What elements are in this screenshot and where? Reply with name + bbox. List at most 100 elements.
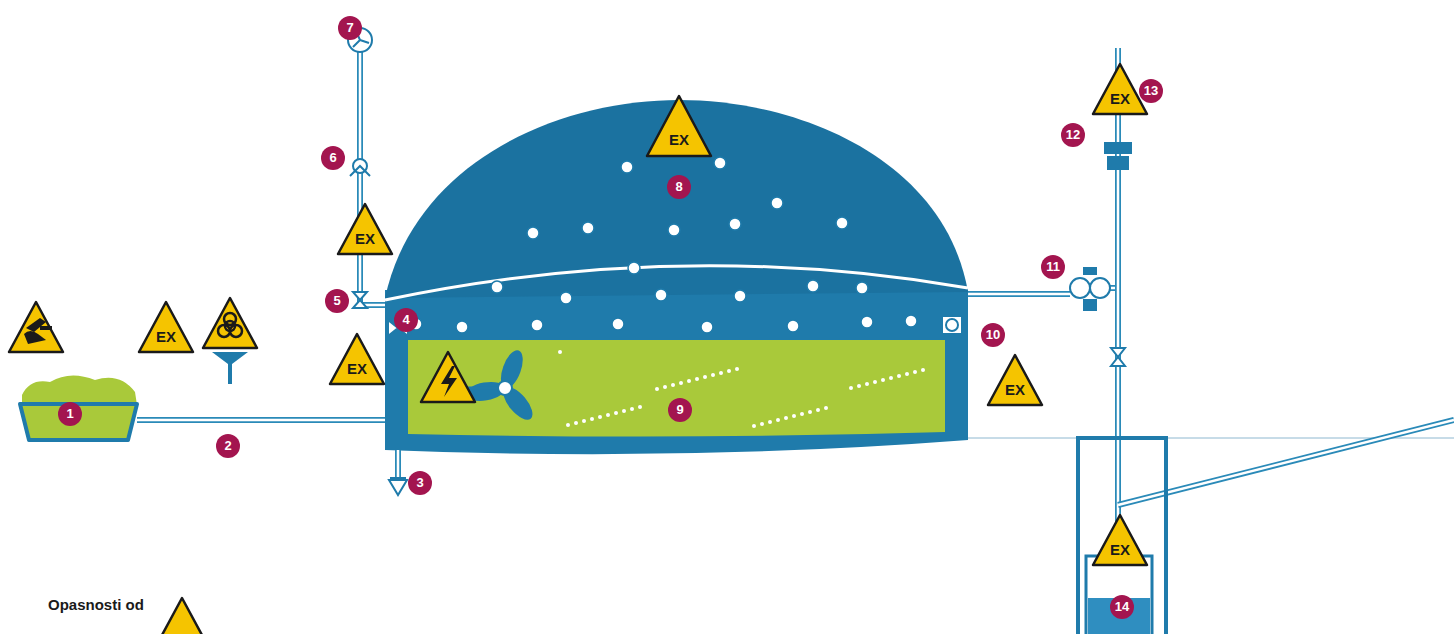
bubble bbox=[456, 321, 468, 333]
bubble bbox=[621, 161, 633, 173]
dot bbox=[703, 375, 707, 379]
check-valve bbox=[350, 159, 370, 176]
ex-hazard-text: EX bbox=[1005, 382, 1025, 398]
dot bbox=[679, 381, 683, 385]
substrate bbox=[408, 340, 945, 437]
bubble bbox=[729, 218, 741, 230]
ex-hazard-text: EX bbox=[1110, 542, 1130, 558]
dot bbox=[735, 367, 739, 371]
bubble bbox=[701, 321, 713, 333]
bubble bbox=[836, 217, 848, 229]
dot bbox=[768, 420, 772, 424]
pipe bbox=[1115, 48, 1121, 556]
dot bbox=[671, 383, 675, 387]
dot bbox=[808, 410, 812, 414]
dot bbox=[873, 380, 877, 384]
warning-signs bbox=[9, 64, 1147, 634]
shaft bbox=[1078, 438, 1166, 634]
pipe-core bbox=[397, 450, 400, 478]
dot bbox=[566, 423, 570, 427]
callout-number: 9 bbox=[668, 398, 692, 422]
bubble bbox=[714, 157, 726, 169]
callout-number: 12 bbox=[1061, 123, 1085, 147]
dot bbox=[622, 409, 626, 413]
ex-hazard-text: EX bbox=[347, 361, 367, 377]
ex-hazard-text: EX bbox=[1110, 91, 1130, 107]
dot bbox=[816, 408, 820, 412]
dot bbox=[784, 416, 788, 420]
digester-body bbox=[385, 288, 968, 454]
dot bbox=[727, 369, 731, 373]
bubble bbox=[531, 319, 543, 331]
dot bbox=[857, 384, 861, 388]
bubble bbox=[807, 280, 819, 292]
dot bbox=[630, 407, 634, 411]
dot bbox=[558, 350, 562, 354]
dot bbox=[719, 371, 723, 375]
dot bbox=[905, 372, 909, 376]
feed-mound bbox=[22, 375, 137, 405]
dot bbox=[760, 422, 764, 426]
dot bbox=[776, 418, 780, 422]
callout-number: 1 bbox=[58, 402, 82, 426]
dot bbox=[849, 386, 853, 390]
dot bbox=[582, 419, 586, 423]
bubble bbox=[612, 318, 624, 330]
bubble bbox=[856, 282, 868, 294]
bubble bbox=[560, 292, 572, 304]
dot bbox=[889, 376, 893, 380]
dot bbox=[614, 411, 618, 415]
ex-hazard-text: EX bbox=[156, 329, 176, 345]
callout-number: 6 bbox=[321, 146, 345, 170]
bubble bbox=[771, 197, 783, 209]
pipe-core bbox=[968, 293, 1070, 296]
dot bbox=[921, 368, 925, 372]
bubble bbox=[668, 224, 680, 236]
pipe-core bbox=[360, 52, 385, 305]
callout-number: 11 bbox=[1041, 255, 1065, 279]
condensate-trap bbox=[1086, 556, 1152, 634]
bubble bbox=[582, 222, 594, 234]
dot bbox=[687, 379, 691, 383]
dot bbox=[881, 378, 885, 382]
callout-number: 5 bbox=[325, 289, 349, 313]
callout-number: 13 bbox=[1139, 79, 1163, 103]
callout-number: 2 bbox=[216, 434, 240, 458]
bubble bbox=[787, 320, 799, 332]
substrate-dots bbox=[558, 350, 925, 428]
bubble bbox=[734, 290, 746, 302]
bubble bbox=[527, 227, 539, 239]
pipe bbox=[360, 52, 385, 305]
dot bbox=[792, 414, 796, 418]
compressor bbox=[1070, 268, 1110, 310]
gas-bubbles bbox=[410, 157, 917, 333]
dot bbox=[606, 413, 610, 417]
ex-hazard-text: EX bbox=[669, 132, 689, 148]
crush-icon bbox=[24, 318, 52, 344]
bubble bbox=[861, 316, 873, 328]
electric-icon bbox=[441, 366, 457, 397]
callout-number: 3 bbox=[408, 471, 432, 495]
callout-number: 14 bbox=[1110, 595, 1134, 619]
pipe bbox=[968, 291, 1070, 297]
callout-number: 7 bbox=[338, 16, 362, 40]
pipe bbox=[137, 417, 385, 423]
biohazard-icon bbox=[218, 313, 242, 337]
dot bbox=[574, 421, 578, 425]
sensor bbox=[942, 316, 962, 334]
callout-number: 10 bbox=[981, 323, 1005, 347]
valves bbox=[353, 292, 1125, 366]
dot bbox=[638, 405, 642, 409]
pipe-core bbox=[137, 419, 385, 422]
bubble bbox=[491, 281, 503, 293]
dot bbox=[913, 370, 917, 374]
pipe bbox=[395, 450, 401, 478]
pipe bbox=[1118, 420, 1454, 505]
filter bbox=[1104, 142, 1132, 170]
legend-heading: Opasnosti od bbox=[48, 596, 144, 613]
drain bbox=[389, 478, 407, 495]
pipes bbox=[137, 48, 1454, 556]
dot bbox=[711, 373, 715, 377]
